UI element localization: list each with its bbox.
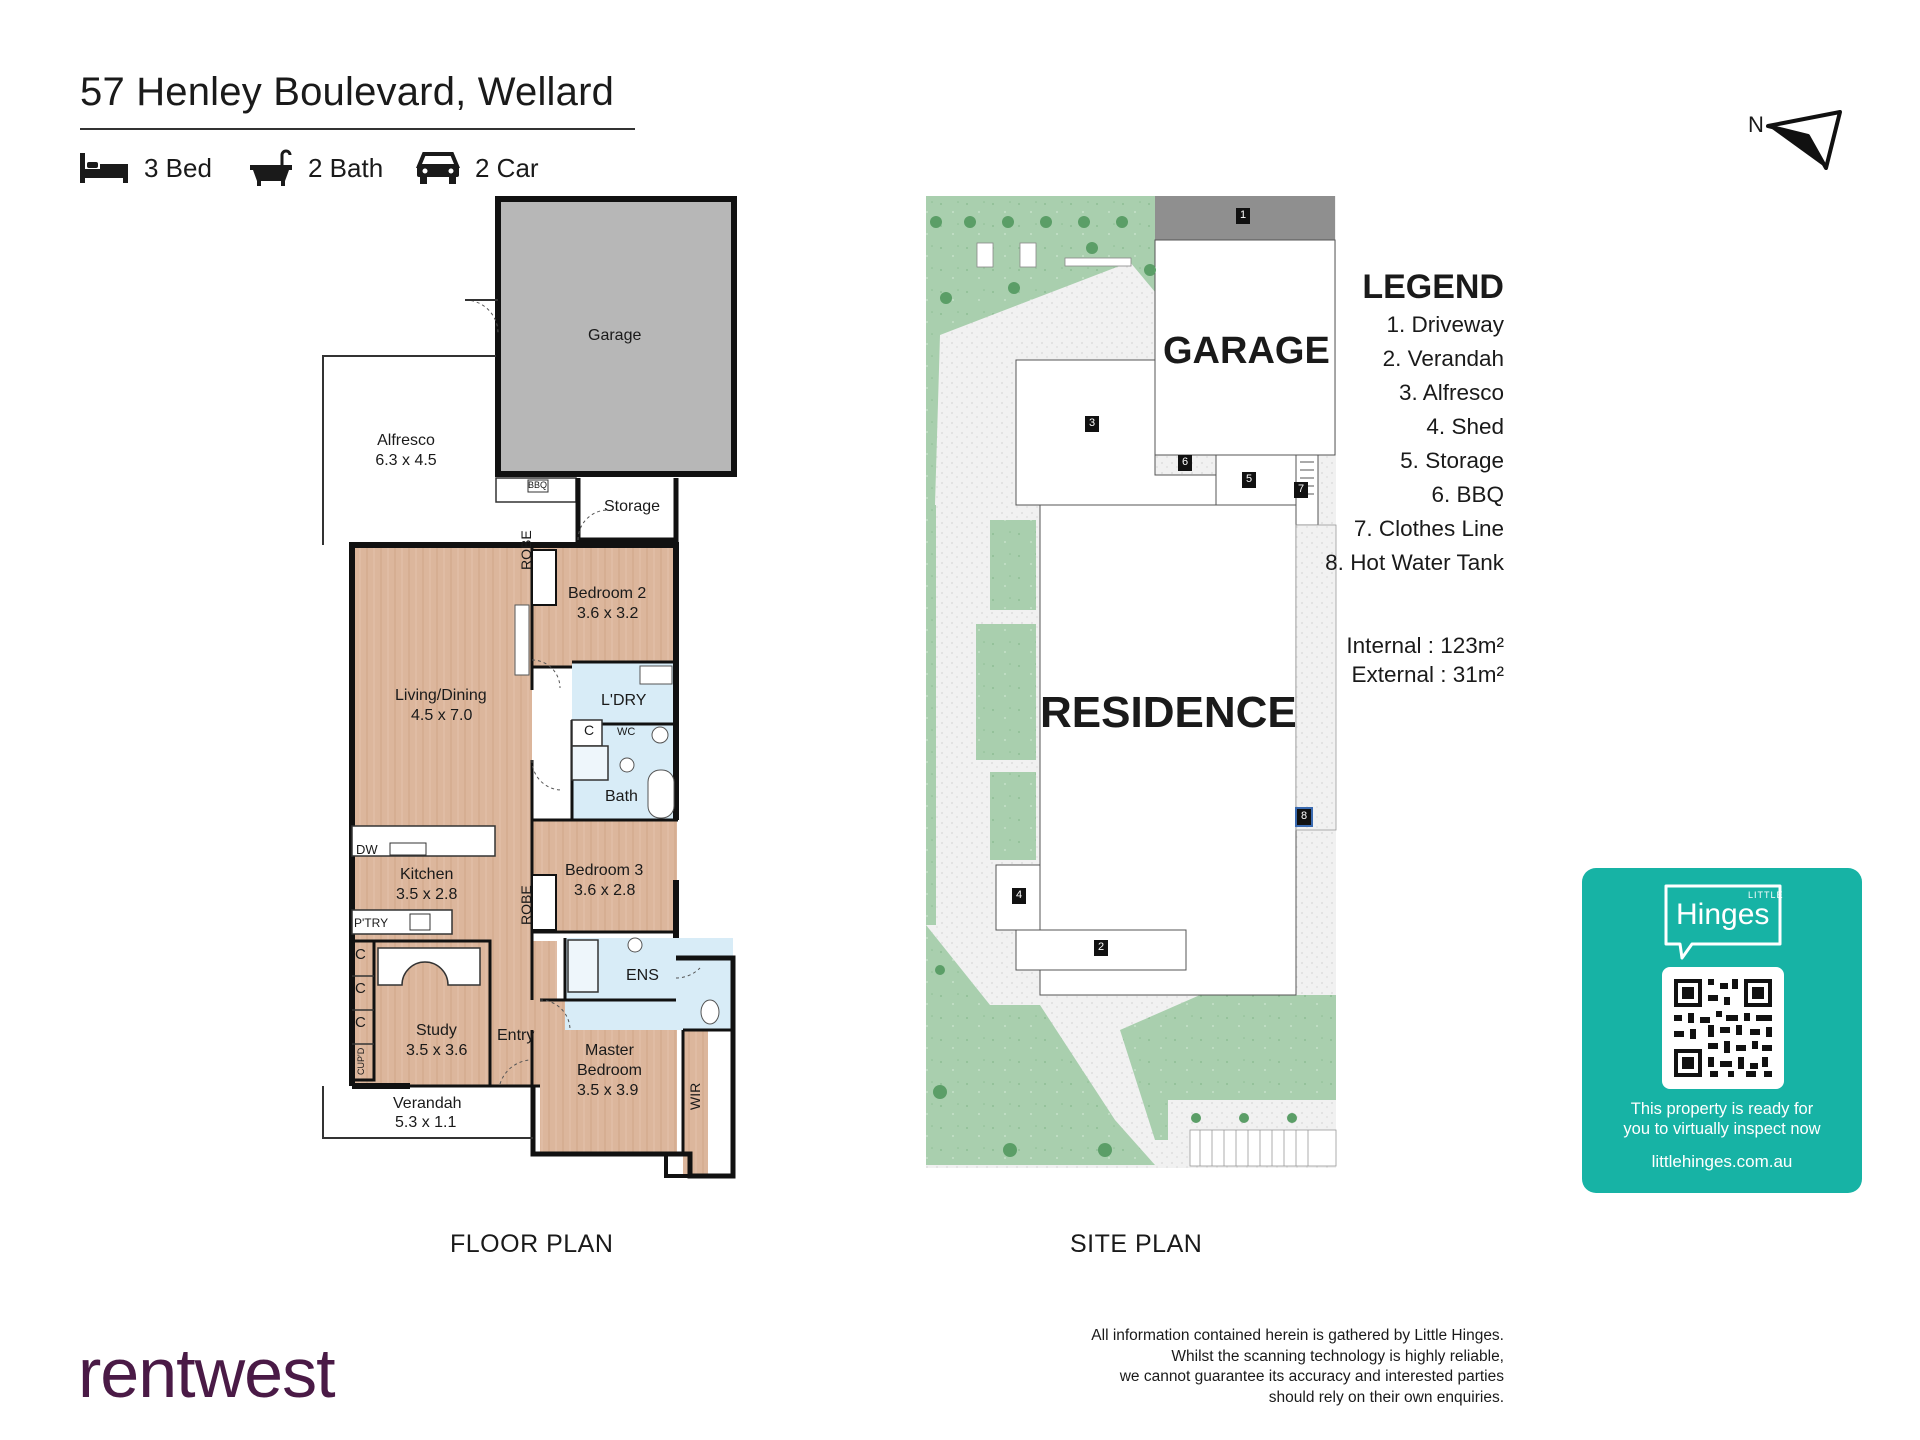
legend-item: 1. Driveway (1386, 312, 1504, 337)
feature-bed-label: 3 Bed (144, 152, 212, 183)
legend-item: 6. BBQ (1431, 482, 1504, 507)
legend-item: 4. Shed (1426, 414, 1504, 439)
north-label: N (1748, 112, 1764, 137)
disclaimer-line: All information contained herein is gath… (1091, 1327, 1504, 1344)
external-area: External : 31m² (1351, 662, 1504, 687)
cupboard-c-1: C (584, 722, 595, 738)
site-marker-4: 4 (1016, 889, 1023, 901)
study-dims: 3.5 x 3.6 (406, 1042, 468, 1059)
verandah-label: Verandah (393, 1095, 462, 1112)
entry-label: Entry (497, 1027, 535, 1044)
bedroom3-label: Bedroom 3 (565, 862, 644, 879)
page-title: 57 Henley Boulevard, Wellard (80, 70, 615, 114)
legend-list: 1. Driveway 2. Verandah 3. Alfresco 4. S… (1325, 308, 1504, 580)
cupboard-c-2: C (355, 946, 366, 963)
alfresco-label: Alfresco (377, 432, 435, 449)
rear-lawn-right (1120, 995, 1336, 1140)
bedroom2-label: Bedroom 2 (568, 585, 647, 602)
living-dining-dims: 4.5 x 7.0 (411, 707, 473, 724)
logo-text: Hinges (1676, 898, 1770, 931)
legend-item: 5. Storage (1400, 448, 1504, 473)
north-arrow-icon (1766, 110, 1842, 170)
master-dims: 3.5 x 3.9 (577, 1082, 639, 1099)
verandah-dims: 5.3 x 1.1 (395, 1114, 457, 1131)
internal-area: Internal : 123m² (1346, 633, 1504, 658)
bath-icon (250, 149, 292, 186)
living-dining-label: Living/Dining (395, 687, 487, 704)
robe-label-2: ROBE (518, 885, 534, 925)
legend-item: 8. Hot Water Tank (1325, 550, 1504, 575)
feature-bed: 3 Bed (78, 148, 212, 188)
robe-label-1: ROBE (518, 530, 534, 570)
site-residence-label: RESIDENCE (1040, 688, 1297, 737)
site-verandah (1015, 929, 1187, 971)
promo-line-1: This property is ready for (1630, 1100, 1814, 1118)
feature-car: 2 Car (415, 148, 539, 188)
bedroom3-dims: 3.6 x 2.8 (574, 882, 636, 899)
rear-lawn-left (926, 925, 1155, 1165)
study-label: Study (416, 1022, 457, 1039)
bedroom2-dims: 3.6 x 3.2 (577, 605, 639, 622)
front-lawn (926, 196, 1155, 505)
site-plan-caption: SITE PLAN (1070, 1230, 1203, 1258)
feature-bath-label: 2 Bath (308, 152, 384, 183)
cupboard-c-4: C (355, 1014, 366, 1031)
master-label: Master (585, 1042, 634, 1059)
promo-website-link[interactable]: littlehinges.com.au (1651, 1152, 1793, 1171)
wir-label: WIR (687, 1082, 703, 1110)
site-marker-2: 2 (1098, 941, 1105, 953)
site-plan (926, 196, 1337, 1168)
site-marker-7: 7 (1298, 483, 1305, 495)
bed-icon (80, 153, 128, 183)
rentwest-logo: rentwest (78, 1334, 336, 1412)
laundry-label: L'DRY (601, 692, 647, 709)
promo-line-2: you to virtually inspect now (1623, 1120, 1821, 1138)
legend-title: LEGEND (1362, 268, 1504, 306)
title-underline (80, 128, 635, 130)
site-marker-6: 6 (1182, 456, 1189, 468)
site-marker-8: 8 (1301, 810, 1308, 822)
site-garage (1154, 239, 1336, 456)
virtual-tour-card[interactable]: LITTLE Hinges This property is ready for… (1582, 868, 1862, 1193)
ensuite-label: ENS (626, 967, 659, 984)
disclaimer-line: we cannot guarantee its accuracy and int… (1119, 1368, 1504, 1385)
bath-label: Bath (605, 788, 638, 805)
floor-plan (322, 196, 737, 1179)
storage-label: Storage (604, 498, 661, 515)
legend-item: 2. Verandah (1382, 346, 1504, 371)
living-dining-floor (352, 545, 532, 835)
feature-bath: 2 Bath (248, 148, 383, 188)
site-residence (1039, 504, 1297, 996)
site-marker-1: 1 (1240, 209, 1247, 221)
disclaimer: All information contained herein is gath… (1091, 1326, 1504, 1408)
floor-plan-caption: FLOOR PLAN (450, 1230, 614, 1258)
legend-item: 3. Alfresco (1398, 380, 1504, 405)
cupboard-c-3: C (355, 980, 366, 997)
little-hinges-logo-icon (1664, 884, 1782, 960)
alfresco-dims: 6.3 x 4.5 (375, 452, 437, 469)
garage-label: Garage (588, 327, 642, 344)
kitchen-dims: 3.5 x 2.8 (396, 886, 458, 903)
site-marker-3: 3 (1089, 417, 1096, 429)
kitchen-label: Kitchen (400, 866, 454, 883)
garage-room (498, 199, 734, 474)
bbq-label: BBQ (528, 480, 548, 490)
site-garage-label: GARAGE (1163, 330, 1330, 372)
master-label-2: Bedroom (577, 1062, 642, 1079)
feature-car-label: 2 Car (475, 152, 539, 183)
car-icon (416, 152, 460, 184)
wc-label: WC (617, 726, 636, 738)
qr-code-icon[interactable] (1662, 967, 1784, 1089)
logo-small-text: LITTLE (1748, 890, 1784, 900)
dishwasher-label: DW (356, 842, 378, 857)
disclaimer-line: Whilst the scanning technology is highly… (1171, 1347, 1504, 1365)
pantry-label: P'TRY (354, 916, 389, 930)
legend-item: 7. Clothes Line (1353, 516, 1504, 541)
disclaimer-line: should rely on their own enquiries. (1268, 1388, 1504, 1406)
site-marker-5: 5 (1246, 473, 1253, 485)
cupboard-label: CUP'D (356, 1047, 366, 1075)
